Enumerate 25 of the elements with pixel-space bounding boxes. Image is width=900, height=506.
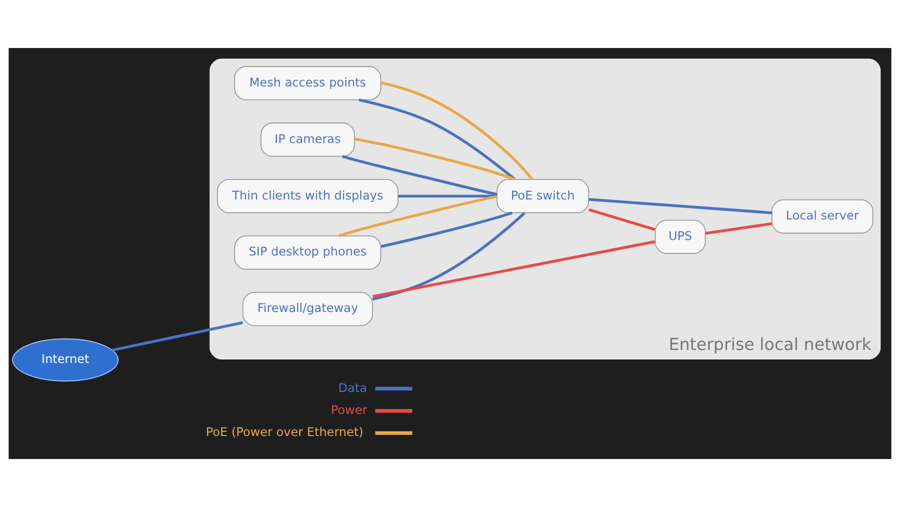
node-ellipse: Internet: [12, 338, 119, 381]
connector: [342, 154, 498, 196]
node-box: Thin clients with displays: [216, 178, 398, 213]
connector: [358, 98, 516, 180]
node-box: Mesh access points: [234, 66, 382, 100]
connector: [398, 194, 497, 197]
connector: [112, 320, 243, 352]
legend-label: Data: [338, 380, 367, 394]
connector: [372, 211, 526, 300]
connector: [372, 240, 656, 298]
legend-label: PoE (Power over Ethernet): [206, 424, 364, 439]
connector: [588, 208, 656, 230]
connector: [588, 198, 772, 214]
node-box: PoE switch: [496, 178, 590, 213]
node-box: Firewall/gateway: [242, 291, 373, 326]
node-box: SIP desktop phones: [234, 234, 382, 270]
node-box: Local server: [771, 198, 874, 234]
node-box: UPS: [654, 219, 706, 254]
connector: [380, 80, 534, 180]
legend-label: Power: [330, 402, 368, 417]
connector: [354, 137, 516, 180]
connector: [338, 194, 498, 237]
connector: [380, 210, 513, 248]
connector: [705, 222, 772, 234]
node-box: IP cameras: [260, 122, 355, 156]
